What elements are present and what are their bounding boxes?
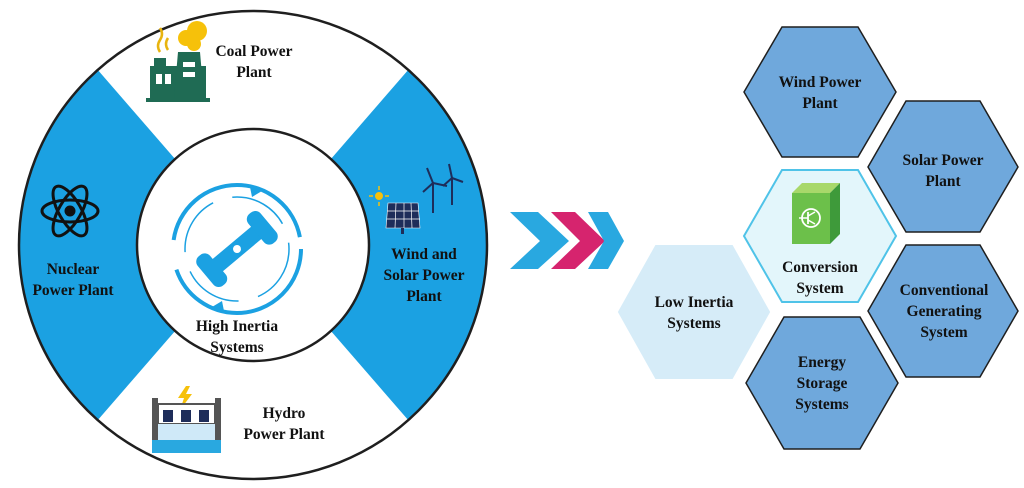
- hex-low-inertia: [617, 245, 771, 379]
- high-inertia-label: High Inertia Systems: [195, 318, 279, 356]
- chevron-2: [551, 212, 605, 269]
- nuclear-segment: [19, 11, 253, 479]
- hex-conventional: [867, 244, 1019, 378]
- hydro-plant-label: Hydro Power Plant: [243, 405, 325, 443]
- conventional-system-label: Conventional Generating System: [899, 282, 989, 341]
- wind-solar-segment: [253, 11, 487, 479]
- hex-wind: [743, 26, 897, 158]
- chevron-1: [510, 212, 569, 269]
- nuclear-plant-label: Nuclear Power Plant: [32, 261, 114, 299]
- hex-solar: [867, 100, 1019, 233]
- atom-icon: [40, 184, 100, 238]
- solar-wind-icon: [369, 163, 464, 234]
- rotor-icon: [171, 183, 303, 315]
- hydro-dam-icon: [152, 386, 221, 453]
- low-inertia-label: Low Inertia Systems: [654, 294, 734, 332]
- hex-cluster: [617, 26, 1019, 450]
- conversion-system-label: Conversion System: [782, 259, 858, 297]
- converter-module-icon: [792, 183, 840, 244]
- hex-storage: [745, 316, 899, 450]
- wind-power-label: Wind Power Plant: [778, 74, 862, 112]
- solar-power-label: Solar Power Plant: [902, 152, 984, 190]
- wind-solar-plant-label: Wind and Solar Power Plant: [383, 246, 465, 305]
- chevron-3: [588, 212, 624, 269]
- energy-storage-label: Energy Storage Systems: [795, 354, 849, 413]
- factory-icon: [146, 21, 210, 102]
- coal-plant-label: Coal Power Plant: [215, 43, 293, 81]
- chevron-arrows: [510, 212, 624, 269]
